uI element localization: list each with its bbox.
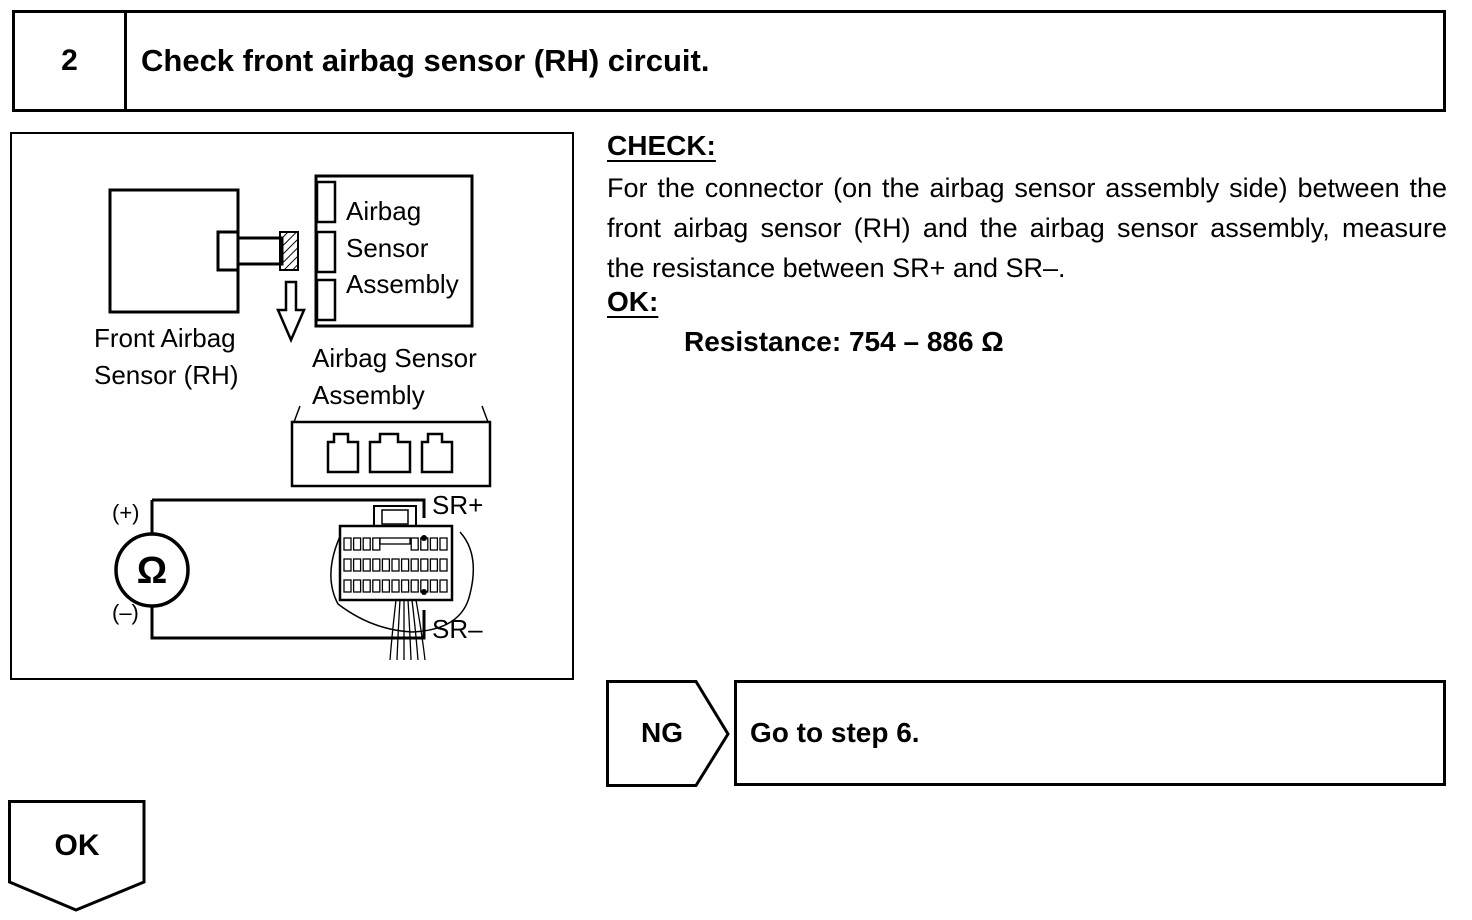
connector-hatched-end [279,231,299,271]
assembly-label-1: Airbag Sensor [312,343,477,373]
ok-heading: OK: [607,286,659,317]
step-number: 2 [15,13,127,109]
ohmmeter-icon [114,532,190,608]
front-sensor-connector [216,230,240,272]
lead-plus [152,498,426,518]
ng-action: Go to step 6. [734,680,1446,786]
connector-diagram: Airbag Sensor Assembly Front Airbag Sens… [94,174,492,661]
ng-tag-shape [606,680,730,787]
step-header: 2 Check front airbag sensor (RH) circuit… [12,10,1446,112]
assembly-label-2: Assembly [312,380,425,410]
terminal-sr-minus-label: SR– [432,614,483,644]
check-heading: CHECK: [607,130,716,161]
front-sensor-label-1: Front Airbag [94,323,236,353]
assembly-box-label-2: Sensor [346,233,429,263]
wiring-figure: Airbag Sensor Assembly Front Airbag Sens… [10,132,574,680]
lead-minus [150,604,426,640]
ohm-symbol: Ω [137,550,167,592]
multi-pin-connector [330,505,475,661]
disconnect-arrow-icon [276,280,306,344]
ok-label: OK [54,829,100,862]
terminal-sr-plus-label: SR+ [432,490,483,520]
assembly-box-label-3: Assembly [346,269,459,299]
front-sensor-label-2: Sensor (RH) [94,360,238,390]
resistance-spec: Resistance: 754 – 886 Ω [684,326,1004,357]
meter-plus-label: (+) [112,500,140,525]
assembly-connector-housing [290,420,492,488]
ng-label: NG [641,717,683,748]
step-title: Check front airbag sensor (RH) circuit. [141,43,710,78]
check-instructions: For the connector (on the airbag sensor … [607,173,1447,283]
meter-minus-label: (–) [112,600,139,625]
assembly-box-label-1: Airbag [346,196,421,226]
ok-tag-shape [8,800,146,912]
connector-plug [236,236,284,266]
ng-action-text: Go to step 6. [750,717,920,748]
